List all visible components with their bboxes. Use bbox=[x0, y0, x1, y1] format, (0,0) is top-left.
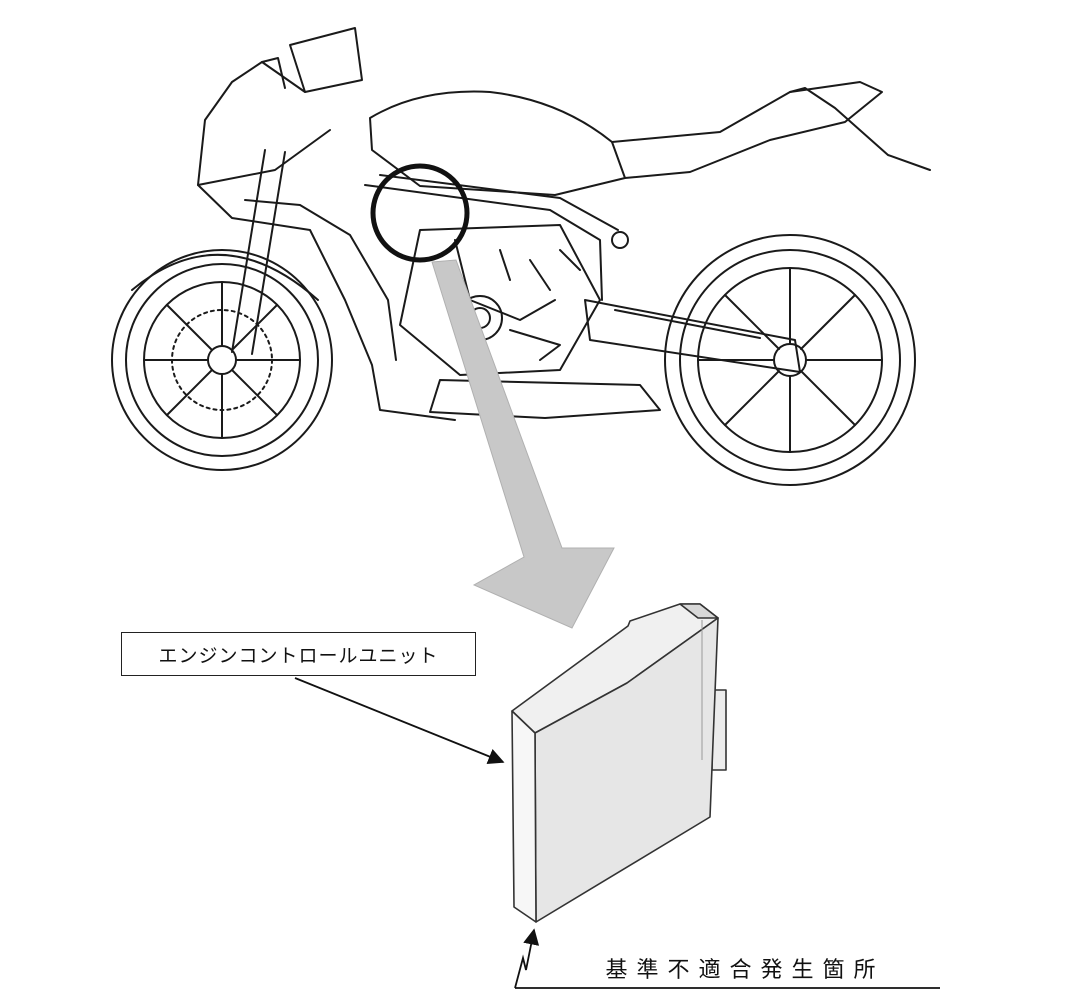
defect-location-label: 基準不適合発生箇所 bbox=[605, 958, 885, 983]
component-leader-arrow bbox=[294, 677, 505, 765]
motorcycle-drawing bbox=[111, 27, 931, 486]
ecu-unit bbox=[511, 603, 727, 923]
rear-wheel bbox=[664, 234, 916, 486]
defect-leader-arrow bbox=[514, 928, 540, 989]
component-label-box: エンジンコントロールユニット bbox=[121, 632, 476, 676]
highlight-circle bbox=[370, 163, 470, 263]
component-label: エンジンコントロールユニット bbox=[158, 644, 439, 667]
zoom-arrow bbox=[431, 259, 615, 629]
front-wheel bbox=[111, 249, 333, 471]
